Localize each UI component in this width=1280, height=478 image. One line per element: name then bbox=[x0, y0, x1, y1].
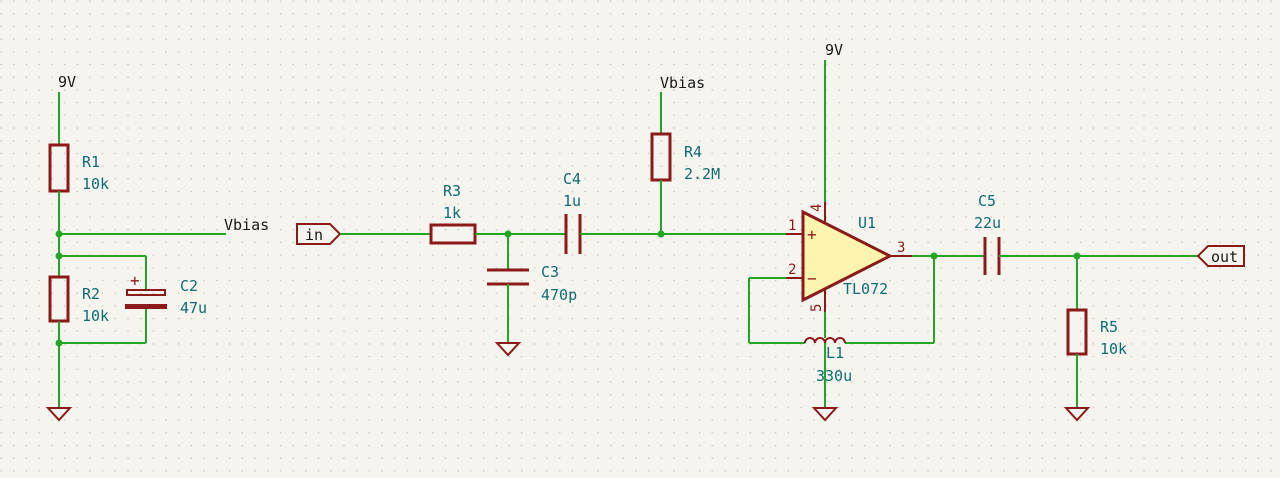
junction bbox=[55, 339, 63, 347]
r5-ref: R5 bbox=[1100, 318, 1118, 336]
ground-symbol bbox=[1063, 407, 1091, 422]
c5-ref: C5 bbox=[978, 192, 996, 210]
u1-value: TL072 bbox=[843, 280, 888, 298]
l1-value: 330u bbox=[816, 367, 852, 385]
input-section: in R3 1k C3 470p C4 1u Vbias R4 2.2M bbox=[296, 74, 786, 357]
ground-symbol bbox=[811, 407, 839, 422]
c3-value: 470p bbox=[541, 286, 577, 304]
r3-ref: R3 bbox=[443, 182, 461, 200]
opamp-section: 9V + − 1 2 3 4 5 U1 TL072 L1 330u bbox=[748, 41, 935, 422]
r2-ref: R2 bbox=[82, 285, 100, 303]
junction bbox=[55, 230, 63, 238]
c2-ref: C2 bbox=[180, 277, 198, 295]
c4-value: 1u bbox=[563, 192, 581, 210]
c4-ref: C4 bbox=[563, 170, 581, 188]
c3-ref: C3 bbox=[541, 263, 559, 281]
pin-number-4: 4 bbox=[809, 204, 825, 212]
input-port-label: in bbox=[305, 226, 323, 244]
l1-ref: L1 bbox=[826, 344, 844, 362]
u1-ref: U1 bbox=[858, 214, 876, 232]
r3-value: 1k bbox=[443, 204, 461, 222]
opamp-minus-sign: − bbox=[807, 269, 817, 288]
output-port-label: out bbox=[1211, 248, 1238, 266]
ground-symbol bbox=[45, 407, 73, 422]
r2-value: 10k bbox=[82, 307, 109, 325]
bias-divider-section: 9V R1 10k Vbias R2 10k + C2 47u bbox=[45, 73, 269, 422]
net-label-9v-left: 9V bbox=[58, 73, 76, 91]
r1-value: 10k bbox=[82, 175, 109, 193]
r4-ref: R4 bbox=[684, 143, 702, 161]
opamp-plus-sign: + bbox=[807, 225, 817, 244]
r5-value: 10k bbox=[1100, 340, 1127, 358]
net-label-9v-opamp: 9V bbox=[825, 41, 843, 59]
pin-number-1: 1 bbox=[788, 218, 796, 234]
c2-polarity-mark: + bbox=[130, 271, 140, 290]
net-label-vbias-r4: Vbias bbox=[660, 74, 705, 92]
pin-number-5: 5 bbox=[809, 304, 825, 312]
input-port[interactable] bbox=[296, 223, 342, 245]
junction bbox=[55, 252, 63, 260]
ground-symbol bbox=[494, 342, 522, 357]
pin-number-3: 3 bbox=[897, 240, 905, 256]
capacitor-c2[interactable] bbox=[125, 289, 167, 309]
r4-value: 2.2M bbox=[684, 165, 720, 183]
net-label-vbias: Vbias bbox=[224, 216, 269, 234]
c2-value: 47u bbox=[180, 299, 207, 317]
junction bbox=[930, 252, 938, 260]
r1-ref: R1 bbox=[82, 153, 100, 171]
c5-value: 22u bbox=[974, 214, 1001, 232]
pin-number-2: 2 bbox=[788, 262, 796, 278]
opamp-u1[interactable] bbox=[801, 209, 894, 303]
inductor-l1[interactable] bbox=[804, 337, 846, 344]
output-section: C5 22u R5 10k out bbox=[912, 192, 1245, 422]
output-port[interactable] bbox=[1196, 245, 1245, 267]
